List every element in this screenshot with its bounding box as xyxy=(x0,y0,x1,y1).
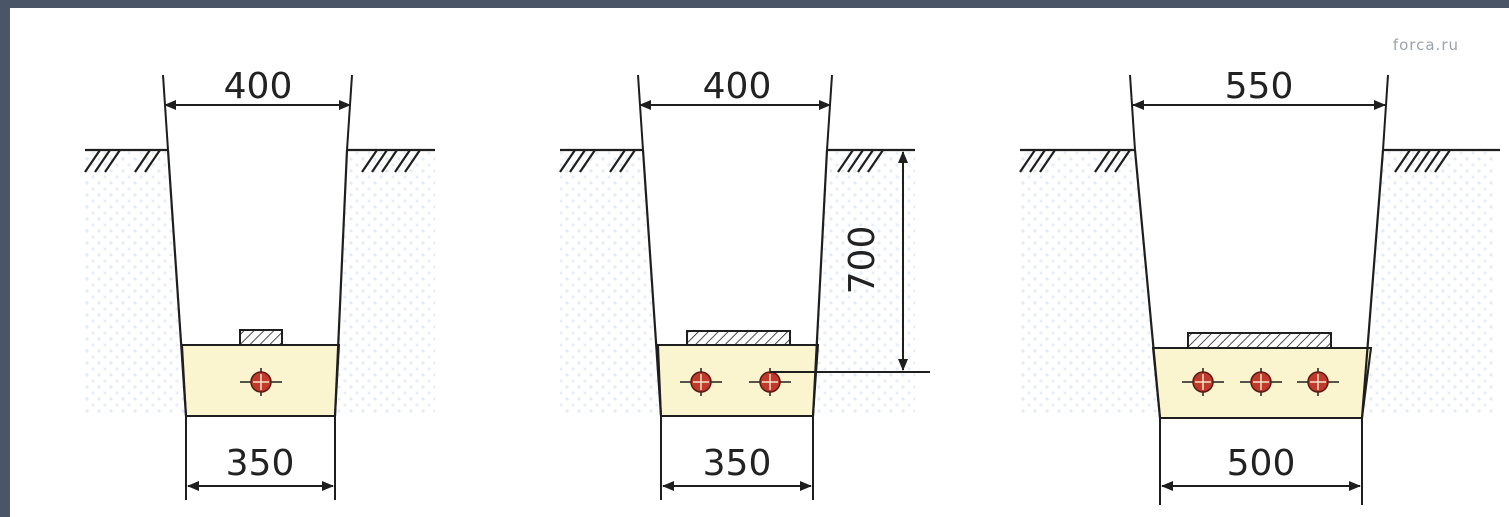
trench-wall-left xyxy=(641,149,663,417)
ext-line xyxy=(637,74,644,151)
ext-line xyxy=(1129,74,1136,151)
ext-line xyxy=(1382,74,1389,151)
ext-line xyxy=(826,74,833,151)
depth-label: 700 xyxy=(842,226,883,295)
protective-slab xyxy=(686,330,791,346)
trench-wall-left xyxy=(1133,149,1162,419)
trench-wall-right xyxy=(1360,149,1385,419)
top-width-label: 400 xyxy=(703,66,772,107)
watermark: forca.ru xyxy=(1392,36,1459,54)
top-width-label: 550 xyxy=(1225,66,1294,107)
ground-hatch-right xyxy=(837,149,884,173)
cable-1 xyxy=(240,368,282,396)
trench-wall-right xyxy=(333,149,349,417)
ext-line xyxy=(346,74,353,151)
cable-1 xyxy=(1182,368,1224,396)
protective-slab xyxy=(1187,332,1332,349)
trench-void xyxy=(1135,150,1383,348)
ground-hatch-left xyxy=(84,149,161,173)
bottom-width-label: 350 xyxy=(226,443,295,484)
ground-hatch-right xyxy=(361,149,421,173)
ground-hatch-left xyxy=(1019,149,1131,173)
sand-bedding xyxy=(656,344,820,417)
protective-slab xyxy=(239,329,283,346)
bottom-width-label: 500 xyxy=(1227,443,1296,484)
cable-2 xyxy=(1240,368,1282,396)
top-width-label: 400 xyxy=(224,66,293,107)
cable-3 xyxy=(1297,368,1339,396)
bottom-width-label: 350 xyxy=(703,443,772,484)
ext-line xyxy=(162,74,169,151)
ground-hatch-left xyxy=(559,149,636,173)
trench-wall-left xyxy=(166,149,188,417)
trench-1: 400 350 xyxy=(84,66,435,500)
ground-hatch-right xyxy=(1394,149,1451,173)
trench-void xyxy=(643,150,827,345)
trench-void xyxy=(168,150,347,345)
trench-3: 550 500 xyxy=(1019,66,1500,505)
cable-1 xyxy=(680,368,722,396)
trench-2: 700 400 350 xyxy=(559,66,930,500)
